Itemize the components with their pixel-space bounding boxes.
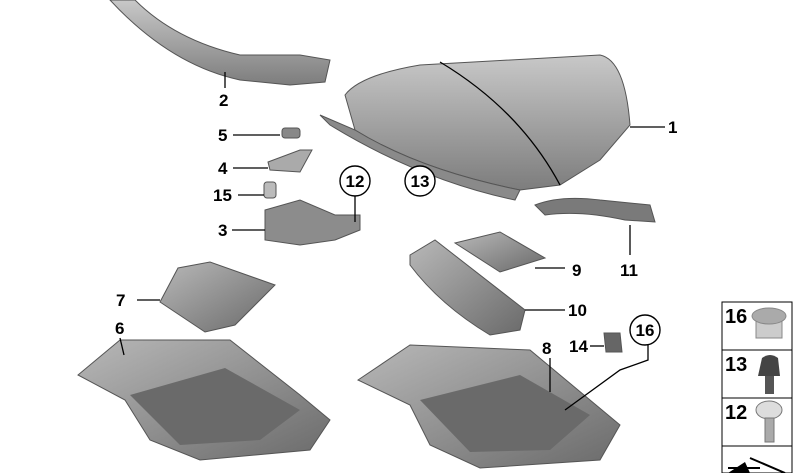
- svg-text:16: 16: [725, 306, 747, 328]
- part-7-mat: [159, 261, 276, 333]
- callout-1: 1: [668, 118, 677, 137]
- expanding-rivet-icon: [758, 355, 780, 394]
- part-8-bin-inner: [420, 375, 590, 452]
- svg-text:4: 4: [218, 159, 228, 178]
- svg-text:8: 8: [542, 339, 551, 358]
- svg-text:11: 11: [620, 261, 638, 280]
- callout-4: 4: [218, 159, 228, 178]
- callout-10: 10: [568, 301, 587, 320]
- svg-text:15: 15: [213, 186, 232, 205]
- part-15: [263, 181, 277, 199]
- part-11-holder: [534, 197, 656, 223]
- svg-text:10: 10: [568, 301, 587, 320]
- part-5: [281, 127, 301, 139]
- callout-5: 5: [218, 126, 227, 145]
- svg-text:12: 12: [725, 402, 747, 424]
- part-1-armrest-base: [319, 114, 521, 201]
- callout-13: 13: [404, 165, 436, 197]
- svg-text:7: 7: [116, 291, 125, 310]
- part-9-mat: [453, 231, 547, 273]
- callout-7: 7: [116, 291, 125, 310]
- part-10-tray: [409, 239, 526, 336]
- callout-8: 8: [542, 339, 551, 358]
- svg-text:6: 6: [115, 319, 124, 338]
- callout-16: 16: [629, 314, 661, 346]
- legend-item-16: 16: [725, 306, 787, 339]
- arrow-icon: [728, 457, 786, 473]
- svg-text:16: 16: [636, 321, 655, 340]
- screw-icon: [755, 400, 783, 443]
- svg-text:3: 3: [218, 221, 227, 240]
- svg-text:12: 12: [346, 172, 365, 191]
- fastener-legend: 16 13 12: [721, 301, 793, 473]
- callout-3: 3: [218, 221, 227, 240]
- part-14-rivet: [603, 332, 623, 353]
- callout-2: 2: [219, 91, 228, 110]
- part-1-armrest: [344, 54, 631, 191]
- svg-text:13: 13: [725, 354, 747, 376]
- part-2-trim: [109, 0, 331, 86]
- part-4: [267, 149, 313, 173]
- callout-6: 6: [115, 319, 124, 338]
- callout-11: 11: [620, 261, 638, 280]
- svg-text:2: 2: [219, 91, 228, 110]
- svg-text:14: 14: [569, 337, 588, 356]
- part-6-bin-inner: [130, 368, 300, 445]
- callout-9: 9: [572, 261, 581, 280]
- svg-text:13: 13: [411, 172, 430, 191]
- callout-12: 12: [339, 165, 371, 197]
- legend-item-12: 12: [725, 400, 783, 443]
- svg-text:9: 9: [572, 261, 581, 280]
- callout-15: 15: [213, 186, 232, 205]
- callout-14: 14: [569, 337, 588, 356]
- svg-text:1: 1: [668, 118, 677, 137]
- svg-text:5: 5: [218, 126, 227, 145]
- armrest-seam: [439, 61, 561, 186]
- cap-plug-icon: [751, 307, 787, 339]
- leader-lines: [119, 72, 665, 411]
- legend-item-13: 13: [725, 354, 780, 394]
- part-3-bracket: [264, 199, 361, 246]
